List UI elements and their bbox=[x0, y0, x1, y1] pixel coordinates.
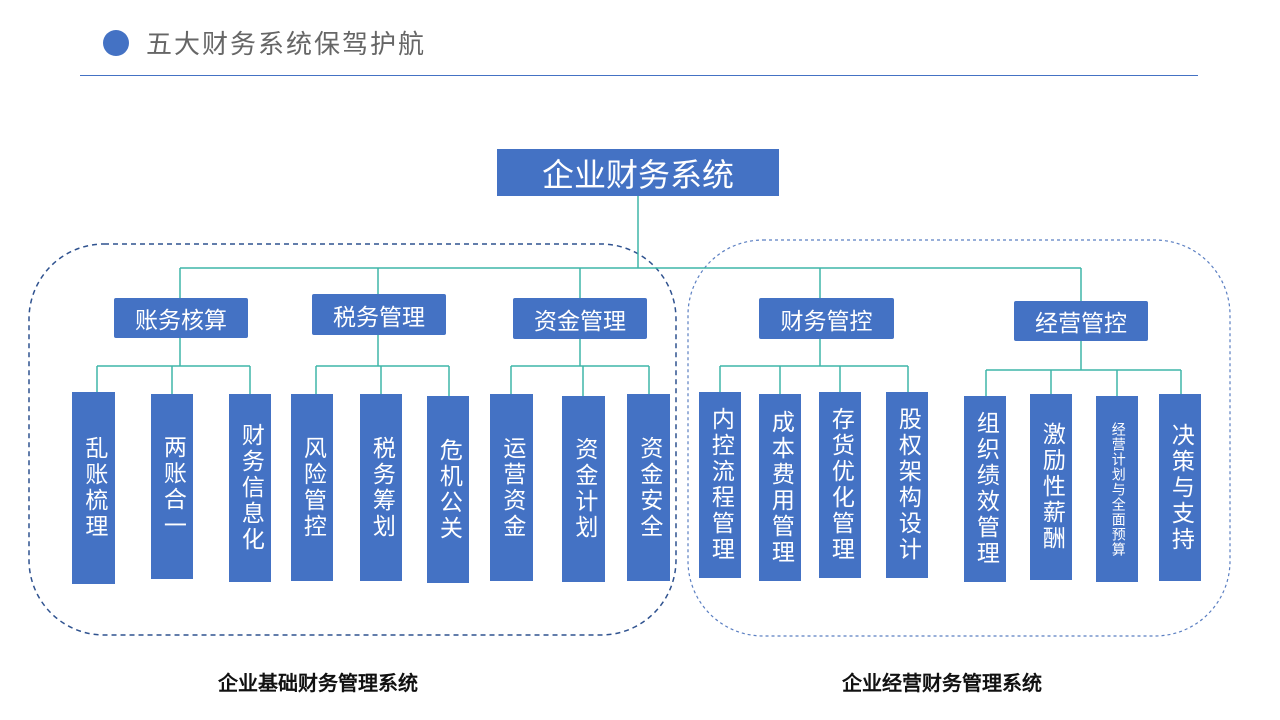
leaf-node: 股权架构设计 bbox=[886, 392, 928, 578]
category-node-capital: 资金管理 bbox=[513, 298, 647, 339]
category-node-operation-control: 经营管控 bbox=[1014, 301, 1148, 341]
leaf-node: 危机公关 bbox=[427, 396, 469, 583]
leaf-node: 财务信息化 bbox=[229, 394, 271, 582]
leaf-node: 成本费用管理 bbox=[759, 394, 801, 581]
category-node-finance-control: 财务管控 bbox=[759, 298, 894, 339]
category-node-accounting: 账务核算 bbox=[114, 298, 248, 338]
category-node-tax: 税务管理 bbox=[312, 294, 446, 335]
leaf-node: 资金计划 bbox=[562, 396, 605, 582]
leaf-node: 运营资金 bbox=[490, 394, 533, 581]
leaf-node: 存货优化管理 bbox=[819, 392, 861, 578]
leaf-node: 内控流程管理 bbox=[699, 392, 741, 578]
leaf-node: 税务筹划 bbox=[360, 394, 402, 581]
leaf-node: 资金安全 bbox=[627, 394, 670, 581]
leaf-node: 激励性薪酬 bbox=[1030, 394, 1072, 580]
leaf-node: 组织绩效管理 bbox=[964, 396, 1006, 582]
group-frame-business bbox=[687, 239, 1231, 637]
leaf-node: 经营计划与全面预算 bbox=[1096, 396, 1138, 582]
title-bullet-icon bbox=[103, 30, 129, 56]
root-node: 企业财务系统 bbox=[497, 149, 779, 196]
leaf-node: 两账合一 bbox=[151, 394, 193, 579]
leaf-node: 风险管控 bbox=[291, 394, 333, 581]
group-label-basic: 企业基础财务管理系统 bbox=[218, 671, 418, 695]
leaf-node: 决策与支持 bbox=[1159, 394, 1201, 581]
leaf-node: 乱账梳理 bbox=[72, 392, 115, 584]
page-title: 五大财务系统保驾护航 bbox=[146, 30, 427, 60]
title-divider bbox=[80, 75, 1198, 76]
group-label-business: 企业经营财务管理系统 bbox=[842, 671, 1042, 695]
